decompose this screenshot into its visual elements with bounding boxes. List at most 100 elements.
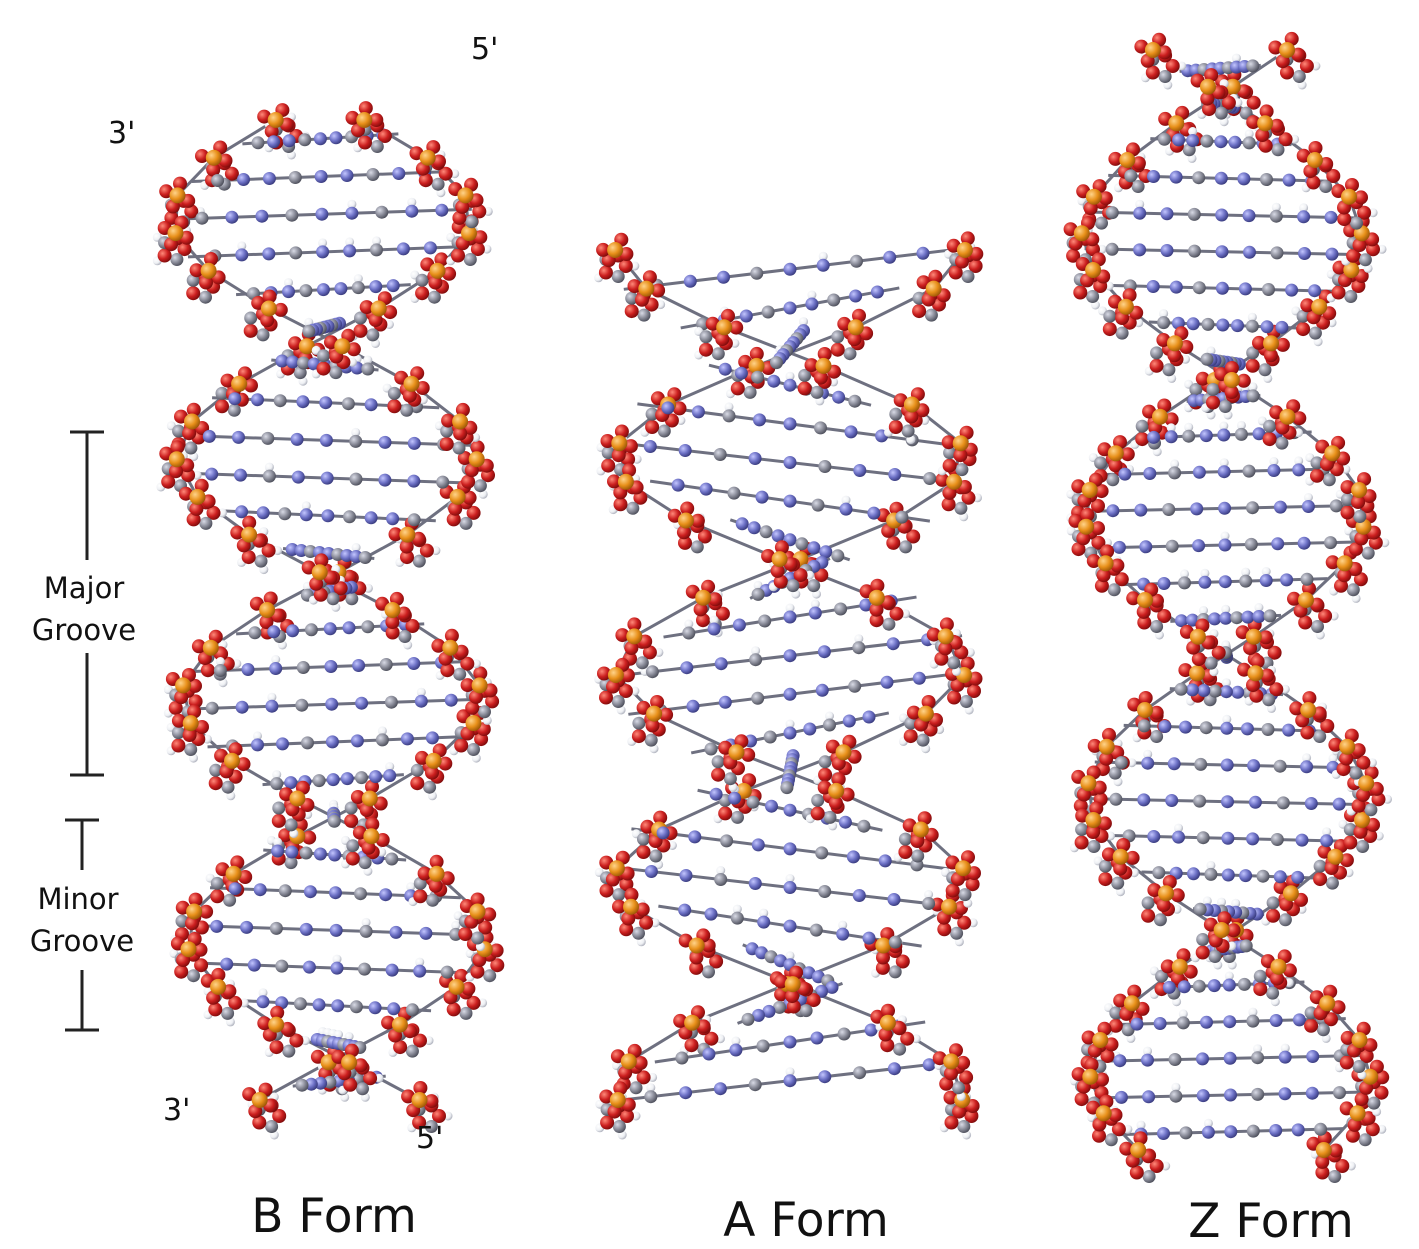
carbon-atom <box>379 658 393 671</box>
carbon-atom <box>361 362 375 376</box>
oxygen-atom <box>1269 118 1284 133</box>
oxygen-atom <box>466 505 481 520</box>
hydrogen-atom <box>730 338 740 348</box>
carbon-atom <box>221 780 235 794</box>
nitrogen-atom <box>732 618 746 632</box>
oxygen-atom <box>943 1090 958 1105</box>
oxygen-atom <box>653 810 668 825</box>
oxygen-atom <box>1083 201 1098 216</box>
oxygen-atom <box>624 304 639 319</box>
nitrogen-atom <box>1137 793 1151 807</box>
oxygen-atom <box>1081 1030 1096 1045</box>
phosphorus-atom <box>771 551 788 568</box>
oxygen-atom <box>359 803 374 818</box>
oxygen-atom <box>194 958 209 973</box>
oxygen-atom <box>186 286 201 301</box>
nitrogen-atom <box>314 170 328 183</box>
hydrogen-atom <box>1329 611 1339 621</box>
oxygen-atom <box>967 684 981 698</box>
phosphorus-atom <box>1168 115 1185 132</box>
oxygen-atom <box>189 501 204 516</box>
oxygen-atom <box>612 899 626 914</box>
oxygen-atom <box>381 1015 396 1030</box>
oxygen-atom <box>368 313 383 328</box>
oxygen-atom <box>636 1070 651 1085</box>
carbon-atom <box>612 1120 626 1133</box>
carbon-atom <box>1292 70 1306 83</box>
phosphorus-atom <box>1257 115 1274 132</box>
oxygen-atom <box>1089 801 1104 816</box>
carbon-atom <box>1115 326 1129 340</box>
oxygen-atom <box>926 627 941 642</box>
nitrogen-atom <box>783 687 797 701</box>
phosphorus-atom <box>361 790 378 807</box>
phosphorus-atom <box>391 1016 408 1033</box>
phosphorus-atom <box>1247 665 1264 682</box>
carbon-atom <box>223 893 237 907</box>
nitrogen-atom <box>379 888 393 902</box>
nitrogen-atom <box>1252 610 1266 623</box>
phosphorus-atom <box>1112 848 1129 865</box>
oxygen-atom <box>699 342 713 357</box>
phosphorus-atom <box>180 941 197 958</box>
nitrogen-atom <box>825 980 839 994</box>
nitrogen-atom <box>862 931 876 945</box>
oxygen-atom <box>455 199 470 214</box>
oxygen-atom <box>1246 95 1261 110</box>
oxygen-atom <box>906 705 921 720</box>
phosphorus-atom <box>1213 922 1230 938</box>
oxygen-atom <box>680 501 695 516</box>
carbon-atom <box>227 403 241 417</box>
nitrogen-atom <box>425 731 439 745</box>
oxygen-atom <box>446 512 461 527</box>
carbon-atom <box>288 171 302 184</box>
nitrogen-atom <box>1214 135 1228 149</box>
phosphorus-atom <box>1166 335 1183 352</box>
phosphorus-atom <box>210 978 227 995</box>
major-groove-label-line1: Major <box>44 571 125 605</box>
hydrogen-atom <box>650 918 660 928</box>
carbon-atom <box>1095 216 1108 230</box>
carbon-atom <box>387 386 401 400</box>
nitrogen-atom <box>386 512 400 526</box>
carbon-atom <box>459 1006 473 1020</box>
oxygen-atom <box>469 689 483 704</box>
nitrogen-atom <box>1218 538 1232 552</box>
oxygen-atom <box>429 854 444 869</box>
carbon-atom <box>1270 246 1284 260</box>
oxygen-atom <box>1300 298 1315 313</box>
carbon-atom <box>955 463 969 477</box>
carbon-atom <box>1316 1023 1330 1037</box>
carbon-atom <box>299 846 313 860</box>
nitrogen-atom <box>1142 1090 1156 1104</box>
hydrogen-atom <box>377 847 387 857</box>
hydrogen-atom <box>1181 354 1190 364</box>
hydrogen-atom <box>1231 898 1241 908</box>
nitrogen-atom <box>683 274 697 288</box>
carbon-atom <box>302 324 316 338</box>
nitrogen-atom <box>326 773 340 787</box>
oxygen-atom <box>709 954 724 969</box>
nitrogen-atom <box>846 850 860 864</box>
carbon-atom <box>759 525 773 539</box>
nitrogen-atom <box>783 610 797 624</box>
oxygen-atom <box>242 515 257 530</box>
carbon-atom <box>751 370 765 384</box>
nitrogen-atom <box>423 241 437 255</box>
phosphorus-atom <box>189 488 206 505</box>
nitrogen-atom <box>1185 683 1199 697</box>
carbon-atom <box>950 926 964 940</box>
hydrogen-atom <box>334 1030 343 1039</box>
nitrogen-atom <box>1147 170 1160 183</box>
carbon-atom <box>1246 389 1260 403</box>
nitrogen-atom <box>783 301 797 315</box>
oxygen-atom <box>1260 668 1275 683</box>
nitrogen-atom <box>815 683 829 697</box>
oxygen-atom <box>187 704 202 719</box>
oxygen-atom <box>1268 40 1283 55</box>
hydrogen-atom <box>1104 281 1114 291</box>
nitrogen-atom <box>1221 831 1235 845</box>
oxygen-atom <box>358 101 373 116</box>
phosphorus-atom <box>1119 152 1136 168</box>
phosphorus-atom <box>1282 885 1299 902</box>
